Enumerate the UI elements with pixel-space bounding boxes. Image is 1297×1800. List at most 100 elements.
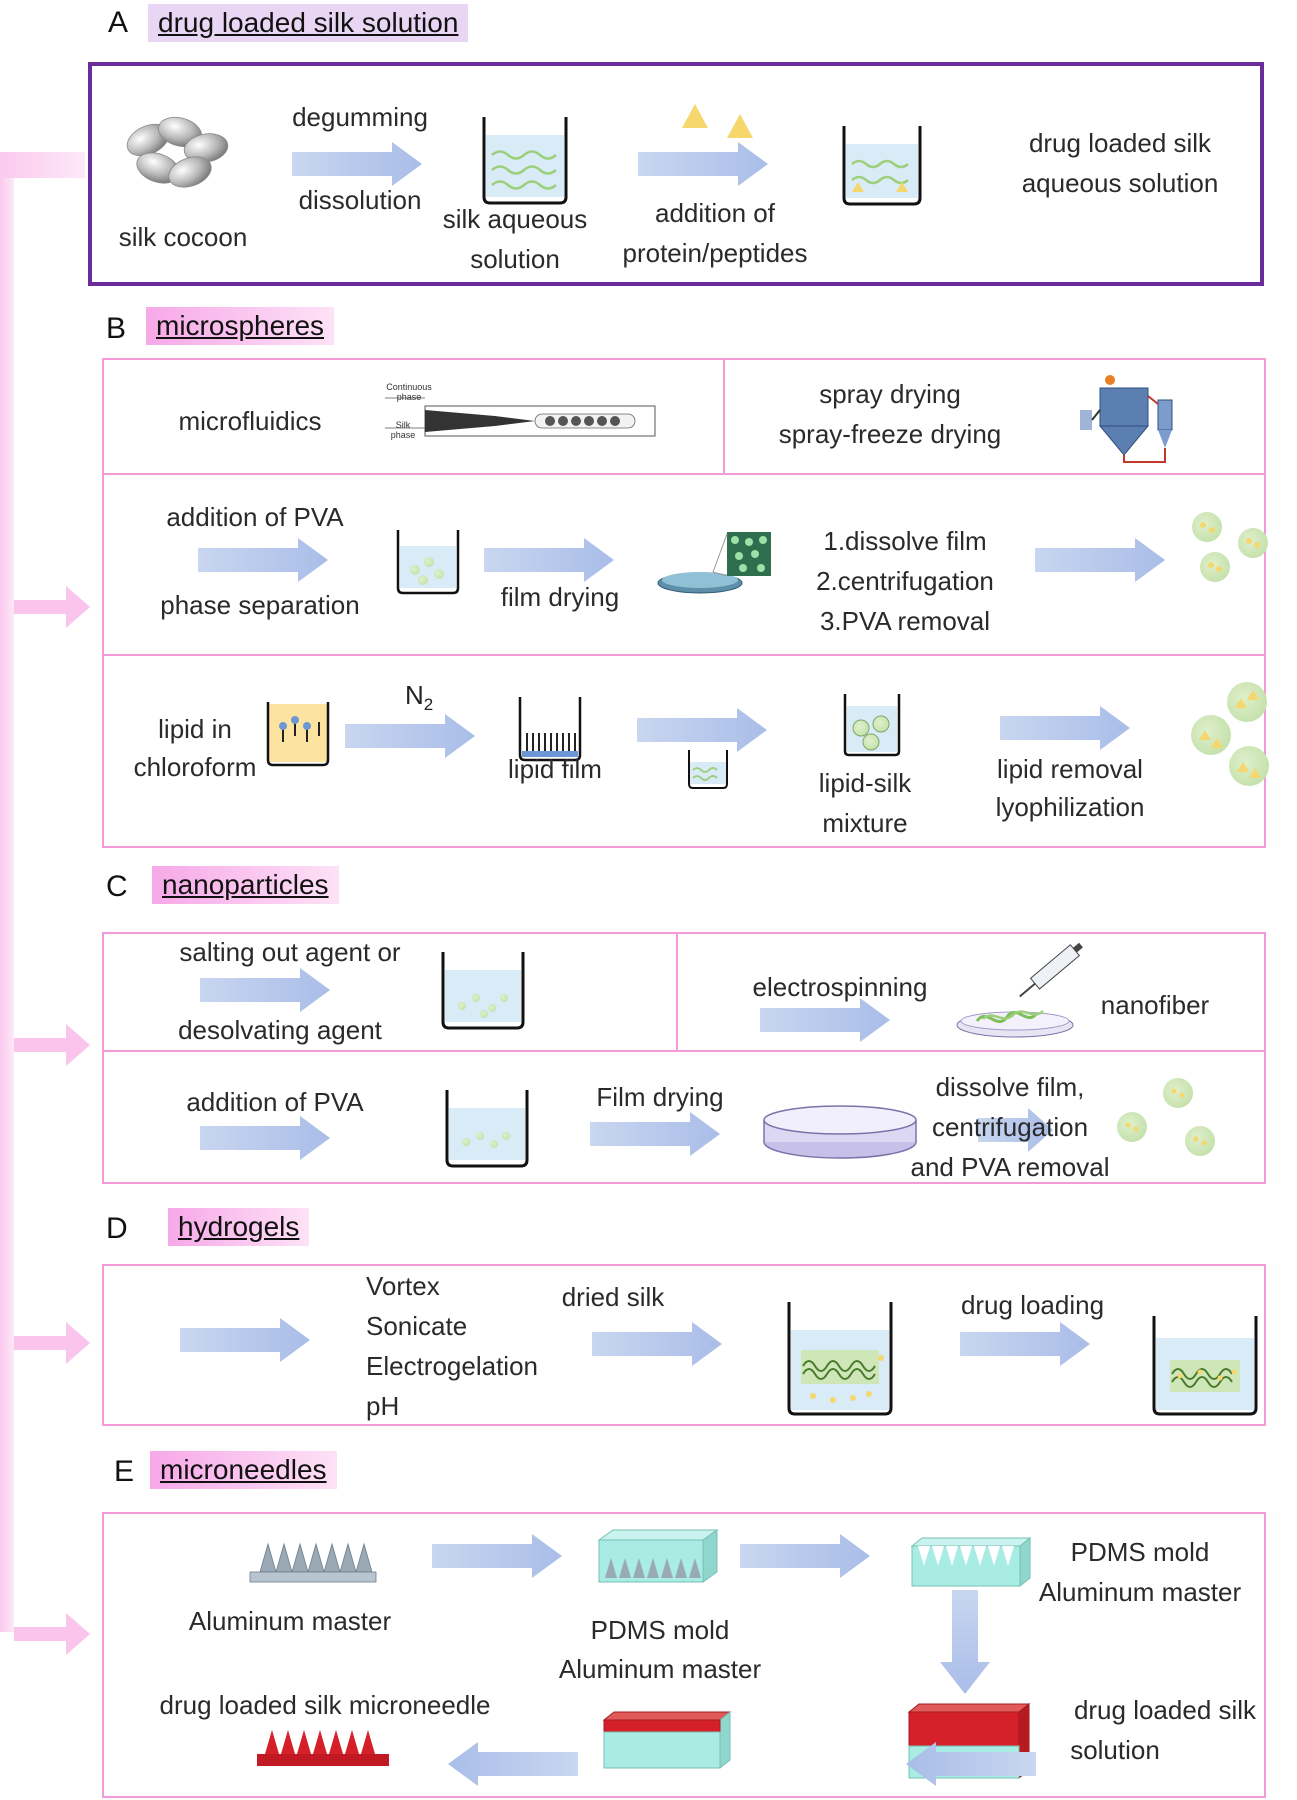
degumming-label: degumming (292, 102, 428, 132)
b-film-drying-label: film drying (500, 582, 620, 612)
drug-spheres-icon (1191, 682, 1269, 786)
nanoparticles-icon (1117, 1078, 1215, 1156)
mold-filled-icon (602, 1710, 732, 1770)
section-b-letter: B (106, 312, 127, 345)
beaker-silk-solution-icon (482, 117, 568, 205)
aluminum-master-icon (249, 1542, 377, 1583)
beaker-drug-silk-icon (842, 126, 922, 206)
silk-phase-label-1: Silk (395, 420, 411, 430)
silk-cocoon-label: silk cocoon (118, 222, 248, 252)
arrow-d2 (592, 1322, 722, 1366)
arrow-e2 (740, 1534, 870, 1578)
continuous-phase-label-2: phase (396, 392, 422, 402)
arrow-b5 (637, 708, 767, 752)
lipid-label-1: lipid in (158, 714, 232, 744)
arrow-c2 (760, 998, 890, 1042)
nanofiber-label: nanofiber (1100, 990, 1210, 1020)
mixture-label-1: lipid-silk (818, 768, 912, 798)
dried-silk-label: dried silk (561, 1282, 665, 1312)
aluminum-master-label: Aluminum master (188, 1606, 392, 1636)
section-b-panel (102, 358, 1266, 848)
beaker-lipid-film-icon (518, 697, 582, 762)
salting-label-1: salting out agent or (179, 937, 401, 967)
n2-letter: N (405, 680, 424, 710)
silk-aqueous-label-1: silk aqueous (442, 204, 588, 234)
section-c-divider-v (676, 932, 678, 1052)
arrow-b1 (198, 538, 328, 582)
b-step-1: 1.dissolve film (823, 526, 987, 556)
salting-label-2: desolvating agent (178, 1015, 382, 1045)
arrow-b4 (345, 714, 475, 758)
arrow-d3 (960, 1322, 1090, 1366)
petri-dish-icon (763, 1105, 917, 1159)
continuous-phase-label-1: Continuous (386, 382, 432, 392)
section-c-letter: C (106, 870, 128, 903)
spray-freeze-label: spray-freeze drying (778, 419, 1002, 449)
microfluidic-device-icon (385, 397, 656, 437)
removal-label-1: lipid removal (997, 754, 1143, 784)
section-e-letter: E (114, 1455, 135, 1488)
section-d-letter: D (106, 1212, 128, 1245)
section-b-divider-v (723, 358, 725, 474)
section-b-title: microspheres (146, 307, 335, 345)
arrow-c5 (978, 1108, 1053, 1152)
final-microneedle-label: drug loaded silk microneedle (159, 1690, 491, 1720)
result-label-2: aqueous solution (1021, 168, 1219, 198)
arrow-a1 (292, 142, 422, 186)
section-b-divider-1 (102, 473, 1266, 475)
beaker-loaded-hydrogel-icon (1152, 1316, 1258, 1416)
section-c-divider-h (102, 1050, 1266, 1052)
arrow-a2 (638, 142, 768, 186)
arrow-e3 (906, 1742, 1036, 1786)
b-step-2: 2.centrifugation (816, 566, 994, 596)
method-sonicate: Sonicate (366, 1311, 468, 1341)
phase-separation-label: phase separation (160, 590, 360, 620)
lipid-film-label: lipid film (508, 754, 602, 784)
method-ph: pH (366, 1391, 400, 1421)
beaker-lipid-silk-icon (843, 694, 901, 757)
section-c-title: nanoparticles (152, 866, 339, 904)
arrow-c3 (200, 1116, 330, 1160)
beaker-pva-icon (445, 1090, 529, 1168)
microfluidics-label: microfluidics (178, 406, 322, 436)
arrow-b2 (484, 538, 614, 582)
gelation-methods-list: Vortex Sonicate Electrogelation pH (366, 1266, 538, 1426)
pdms-label-1: PDMS mold (590, 1615, 730, 1645)
pdms-right-label-2: Aluminum master (1038, 1577, 1242, 1607)
silk-aqueous-label-2: solution (470, 244, 560, 274)
pdms-right-label-1: PDMS mold (1070, 1537, 1210, 1567)
dissolve-label-2: centrifugation (931, 1112, 1089, 1142)
beaker-lipid-icon (266, 702, 330, 767)
removal-label-2: lyophilization (995, 792, 1145, 822)
result-label-1: drug loaded silk (1028, 128, 1212, 158)
pdms-label-2: Aluminum master (558, 1654, 762, 1684)
dissolve-label-1: dissolve film, (935, 1072, 1085, 1102)
arrow-b3 (1035, 538, 1165, 582)
section-a-panel (88, 62, 1264, 286)
drug-loading-label: drug loading (960, 1290, 1105, 1320)
arrow-d1 (180, 1318, 310, 1362)
silk-phase-label-2: phase (390, 430, 416, 440)
arrow-c1 (200, 968, 330, 1012)
film-dish-icon (657, 532, 771, 594)
drug-silk-label-1: drug loaded silk (1073, 1695, 1257, 1725)
electrospinning-label: electrospinning (752, 972, 928, 1002)
left-connector-graphic (0, 152, 90, 1655)
arrow-e1 (432, 1534, 562, 1578)
mixture-label-2: mixture (822, 808, 908, 838)
section-e-title: microneedles (150, 1451, 337, 1489)
method-vortex: Vortex (366, 1271, 440, 1301)
section-e-panel (102, 1512, 1266, 1798)
b-add-pva-label: addition of PVA (166, 502, 344, 532)
arrow-e4 (448, 1742, 578, 1786)
n2-subscript: 2 (423, 695, 434, 715)
addition-label-2: protein/peptides (622, 238, 808, 268)
arrow-e-down (940, 1590, 990, 1694)
small-beaker-silk-icon (688, 750, 728, 789)
c-add-pva-label: addition of PVA (186, 1087, 364, 1117)
electrospinning-setup-icon (956, 942, 1083, 1038)
b-step-3: 3.PVA removal (819, 606, 991, 636)
section-d-title: hydrogels (168, 1208, 310, 1246)
section-a-letter: A (108, 6, 129, 39)
